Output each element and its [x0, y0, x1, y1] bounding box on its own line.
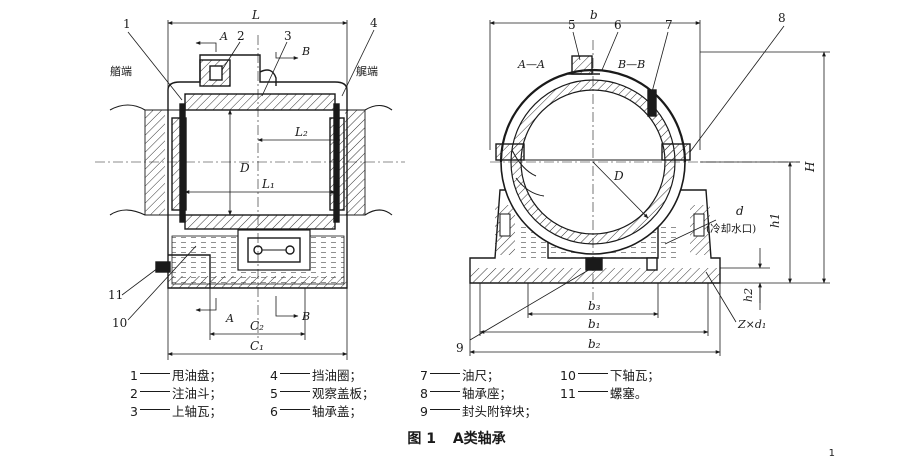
dim-h2: h2 [742, 288, 755, 302]
dim-Zd1: Z×d₁ [737, 318, 766, 331]
dim-b2: b₂ [588, 337, 601, 351]
callout-8: 8 [778, 11, 786, 25]
callout-2: 2 [237, 29, 245, 43]
page-mark: 1 [828, 448, 835, 459]
callout-11: 11 [108, 288, 123, 302]
figure-caption: 图 1 A类轴承 [0, 428, 913, 448]
figure-title: A类轴承 [452, 431, 506, 447]
dim-b: b [590, 8, 598, 22]
label-cooling: (冷却水口) [706, 222, 756, 235]
callout-9: 9 [456, 341, 464, 355]
dim-b1: b₁ [588, 317, 601, 331]
view-bb: B—B [617, 58, 645, 71]
dim-h1: h1 [768, 213, 782, 228]
section-b-bottom: B [301, 310, 310, 323]
dim-D-left: D [239, 161, 250, 175]
left-section-view [95, 35, 405, 340]
callout-10: 10 [112, 316, 127, 330]
callout-3: 3 [284, 29, 292, 43]
left-dimensions [121, 20, 375, 360]
label-bow: 艏端 [110, 64, 132, 78]
dim-D-right: D [613, 169, 624, 183]
section-a-bottom: A [225, 312, 234, 325]
figure-number: 图 1 [407, 431, 436, 447]
dim-H: H [803, 161, 817, 173]
view-aa: A—A [517, 58, 545, 71]
dim-C1: C₁ [250, 339, 264, 353]
bearing-drawing: 艏端 艉端 L A A B B L₂ L₁ D C₂ C₁ 1 2 3 4 11… [95, 8, 830, 360]
section-b-top: B [301, 45, 310, 58]
callout-4: 4 [370, 16, 378, 30]
callout-6: 6 [614, 18, 622, 32]
label-stern: 艉端 [356, 64, 378, 78]
right-dimensions [469, 20, 830, 356]
dim-b3: b₃ [588, 299, 601, 313]
dim-L1: L₁ [261, 177, 275, 191]
dim-L: L [251, 8, 260, 22]
dim-L2: L₂ [294, 125, 308, 139]
callout-1: 1 [123, 17, 131, 31]
dim-d: d [736, 204, 744, 218]
dim-C2: C₂ [250, 319, 264, 333]
callout-5: 5 [568, 18, 576, 32]
diagram-labels: 艏端 艉端 L A A B B L₂ L₁ D C₂ C₁ 1 2 3 4 11… [108, 8, 817, 355]
section-a-top: A [219, 30, 228, 43]
callout-7: 7 [665, 18, 673, 32]
right-section-view [469, 40, 800, 300]
